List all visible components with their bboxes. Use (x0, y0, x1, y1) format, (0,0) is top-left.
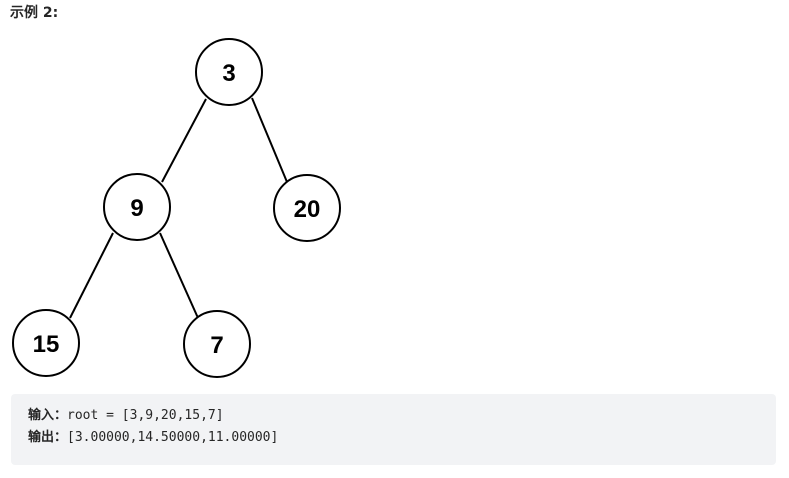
binary-tree-diagram: 3 9 20 15 7 (12, 38, 341, 378)
tree-node: 9 (103, 173, 171, 241)
edge-9-7 (159, 232, 199, 319)
output-label: 输出： (28, 430, 68, 445)
node-label: 3 (222, 60, 235, 87)
section-title: 示例 2: (10, 5, 59, 21)
output-value: [3.00000,14.50000,11.00000] (67, 430, 279, 445)
example-code-block: 输入：root = [3,9,20,15,7] 输出：[3.00000,14.5… (11, 394, 776, 465)
node-label: 7 (210, 332, 223, 359)
edge-3-9 (161, 98, 207, 183)
node-label: 15 (33, 331, 60, 358)
input-line: 输入：root = [3,9,20,15,7] (28, 405, 776, 427)
tree-node: 20 (273, 174, 341, 242)
tree-edges (69, 97, 288, 319)
edge-3-20 (251, 97, 288, 183)
tree-node: 3 (195, 38, 263, 106)
input-value: root = [3,9,20,15,7] (67, 408, 224, 423)
node-label: 20 (294, 196, 321, 223)
output-line: 输出：[3.00000,14.50000,11.00000] (28, 427, 776, 449)
node-label: 9 (130, 195, 143, 222)
tree-node: 15 (12, 309, 80, 377)
tree-node: 7 (183, 310, 251, 378)
edge-9-15 (69, 232, 114, 319)
input-label: 输入： (28, 408, 68, 423)
